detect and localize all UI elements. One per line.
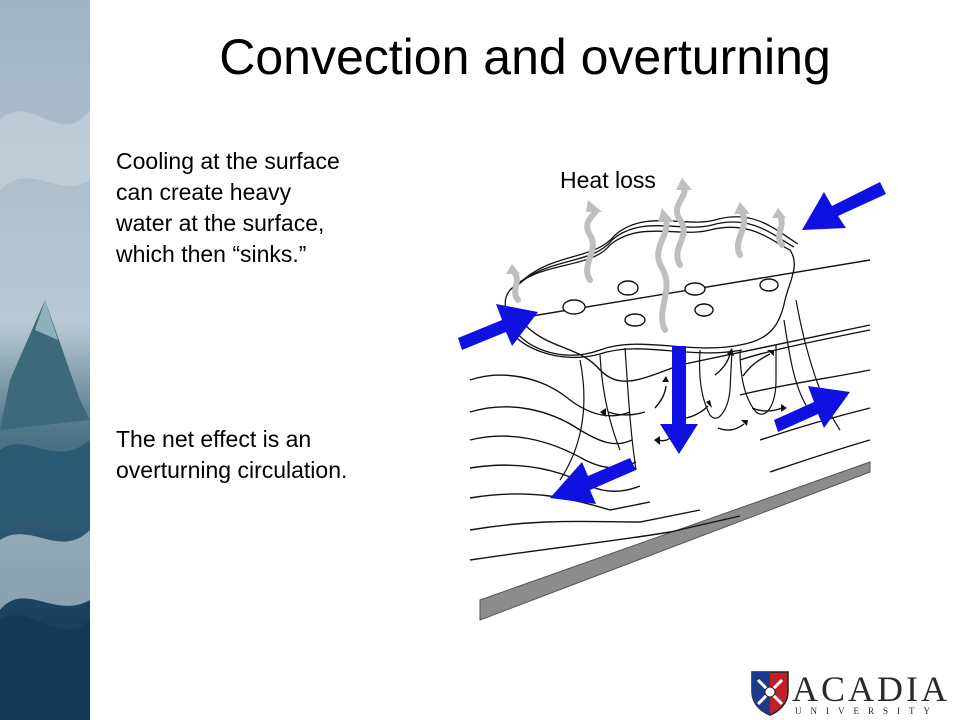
logo-wordmark: ACADIA bbox=[792, 669, 950, 709]
inflow-arrow-left bbox=[458, 304, 538, 350]
blue-flow-arrows bbox=[458, 182, 886, 504]
heat-loss-label: Heat loss bbox=[560, 167, 656, 193]
logo-subtitle: UNIVERSITY bbox=[795, 706, 939, 716]
inflow-arrow-top-right bbox=[802, 182, 886, 230]
water-layers bbox=[469, 259, 871, 561]
sinking-lines bbox=[559, 299, 841, 481]
convection-diagram: Heat loss bbox=[458, 167, 886, 621]
heat-vapor-arrows bbox=[511, 185, 785, 333]
outflow-arrow-bottom-left bbox=[550, 458, 636, 504]
acadia-crest-icon bbox=[751, 671, 789, 716]
small-arrow-heads bbox=[600, 348, 787, 472]
sea-floor bbox=[479, 461, 871, 621]
cooling-paragraph: Cooling at the surface can create heavy … bbox=[116, 148, 340, 267]
cooling-patch bbox=[504, 216, 799, 359]
acadia-logo: ACADIA UNIVERSITY bbox=[750, 668, 950, 716]
ocean-wave-image bbox=[0, 0, 90, 720]
sinking-arrow-center bbox=[660, 346, 698, 454]
outflow-arrow-right bbox=[774, 386, 850, 432]
side-photo-strip bbox=[0, 0, 90, 720]
net-effect-paragraph: The net effect is an overturning circula… bbox=[116, 426, 348, 483]
surface-bubbles bbox=[562, 278, 779, 327]
heat-vapor-heads bbox=[506, 178, 786, 274]
slide-title: Convection and overturning bbox=[219, 29, 831, 85]
